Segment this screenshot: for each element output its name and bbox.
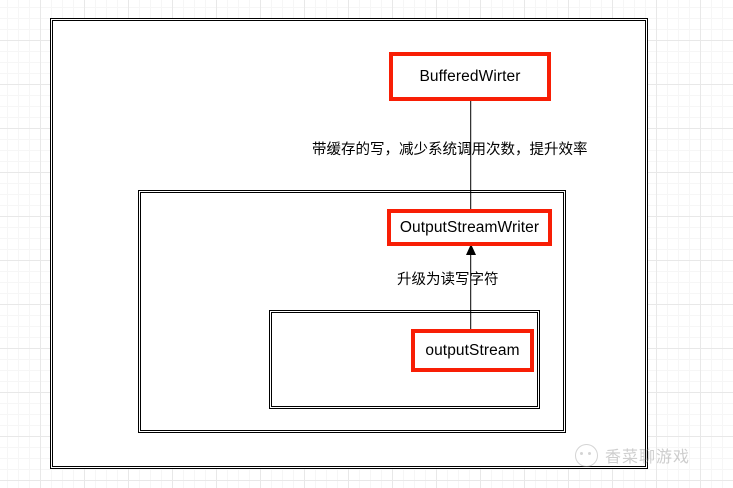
node-outputstreamwriter[interactable]: OutputStreamWriter bbox=[387, 209, 552, 246]
edge-label-buffered-write: 带缓存的写，减少系统调用次数，提升效率 bbox=[312, 142, 588, 158]
arrow-head-up-icon bbox=[465, 244, 476, 255]
node-outputstream[interactable]: outputStream bbox=[411, 329, 534, 372]
edge-label-upgrade-to-characters: 升级为读写字符 bbox=[397, 272, 499, 288]
arrow-shaft bbox=[469, 99, 472, 213]
arrow-shaft bbox=[469, 253, 472, 334]
inner-container-rect bbox=[269, 310, 540, 409]
arrow-outputstream-to-outputstreamwriter bbox=[464, 244, 477, 334]
node-bufferedwirter[interactable]: BufferedWirter bbox=[389, 52, 551, 101]
